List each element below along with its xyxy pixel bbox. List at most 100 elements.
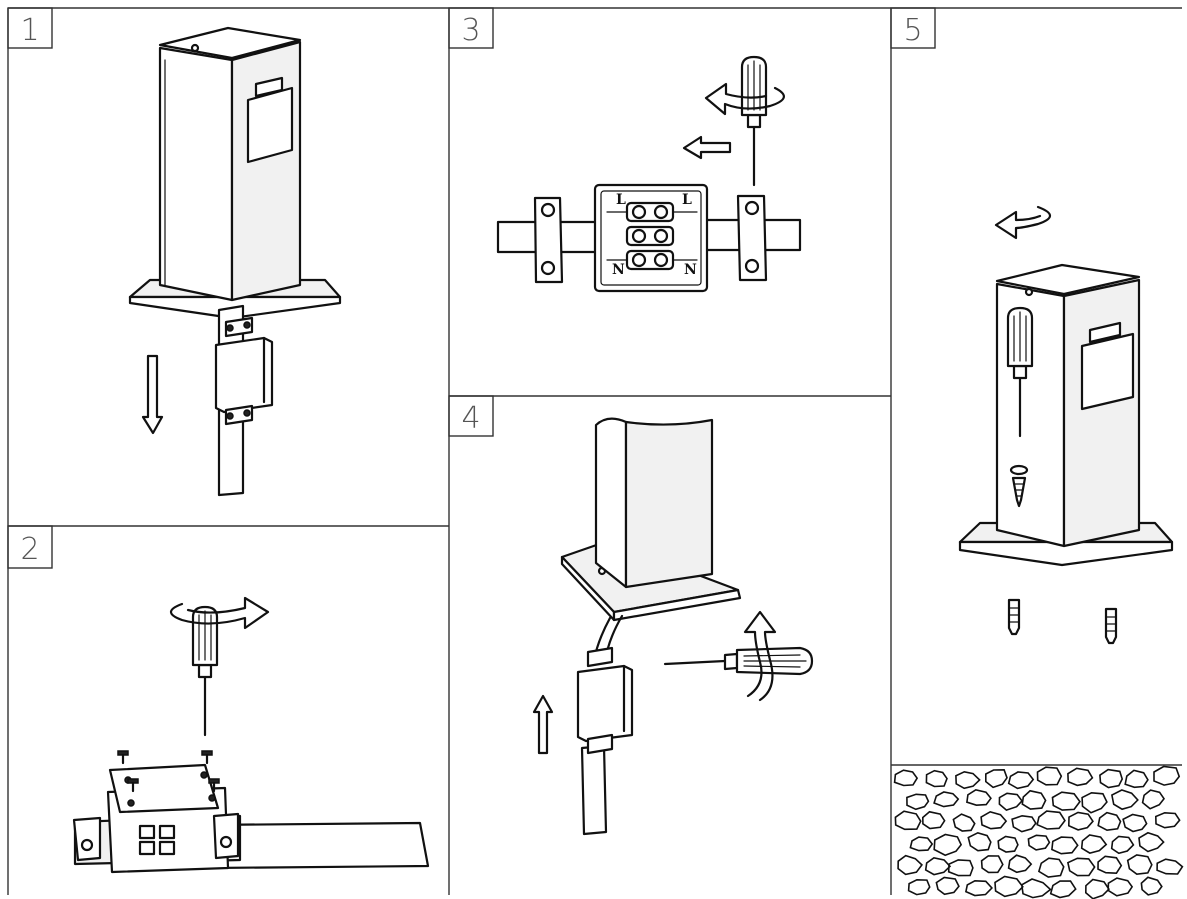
socket-cover <box>246 86 294 164</box>
svg-text:1: 1 <box>20 13 39 48</box>
terminal-label-n: N <box>684 262 697 278</box>
cobblestone <box>933 791 960 808</box>
step-number-1: 1 <box>7 7 53 49</box>
screwdriver-icon <box>740 55 768 187</box>
cobblestone <box>1036 766 1063 786</box>
up-arrow <box>532 694 554 755</box>
cobblestone <box>1097 855 1123 875</box>
cobblestone <box>1020 878 1052 899</box>
junction-box-lid <box>108 763 220 814</box>
panel-5-drawing <box>892 205 1184 899</box>
rotate-counterclockwise-arrow-icon <box>704 82 785 116</box>
cobblestone <box>1049 880 1077 899</box>
screw-icon <box>116 749 130 765</box>
cobblestone <box>997 835 1019 853</box>
cobblestone <box>893 769 919 787</box>
panel-frames <box>7 7 1182 895</box>
cobblestone <box>1156 858 1184 875</box>
cobblestone <box>1124 769 1149 789</box>
screw-icon <box>200 749 214 765</box>
rotate-arrow-icon <box>743 610 777 702</box>
cobblestone <box>964 879 994 897</box>
cobblestone <box>1051 836 1079 855</box>
wall-plug-icon <box>1104 607 1118 645</box>
rotate-counterclockwise-arrow-icon <box>994 205 1052 240</box>
svg-text:3: 3 <box>461 13 480 48</box>
post-body <box>594 417 628 589</box>
cobblestone <box>1154 811 1181 829</box>
cobblestone <box>980 855 1004 874</box>
cobblestone <box>1080 834 1108 854</box>
cobblestone <box>925 769 948 788</box>
cobblestone <box>947 859 974 877</box>
cobblestone <box>1067 811 1094 831</box>
cobblestone <box>906 793 930 811</box>
cobblestone <box>933 833 963 857</box>
cobblestone <box>1141 789 1165 810</box>
cobblestone <box>1140 876 1163 896</box>
down-arrow <box>141 354 164 435</box>
panel-3-drawing: L L N N <box>496 55 802 293</box>
cobblestone <box>894 810 922 831</box>
cobblestone <box>967 831 992 852</box>
terminal-block <box>606 201 698 271</box>
cobblestone <box>1122 813 1148 833</box>
cobblestone <box>897 854 923 876</box>
cobblestone <box>1107 877 1134 897</box>
cobblestone <box>907 878 931 896</box>
cobblestone <box>980 810 1008 830</box>
svg-text:5: 5 <box>903 13 922 48</box>
cobblestone <box>1021 789 1047 810</box>
cobblestone <box>994 875 1024 898</box>
cobblestone <box>921 810 946 830</box>
cobblestone <box>1007 854 1033 874</box>
cobblestone <box>1066 857 1096 877</box>
cobblestone <box>1110 835 1135 855</box>
cobblestone <box>1099 768 1124 789</box>
cobblestone <box>1081 791 1108 814</box>
cobblestone <box>998 792 1024 812</box>
cobblestone <box>1067 767 1094 787</box>
cobblestone <box>1097 811 1122 832</box>
terminal-label-l: L <box>682 192 692 208</box>
cobblestone <box>1037 857 1065 878</box>
stone-ground <box>892 765 1184 899</box>
wall-plug-icon <box>1007 598 1021 636</box>
svg-text:2: 2 <box>20 532 39 567</box>
terminal-label-l: L <box>616 192 626 208</box>
post-body <box>158 46 234 302</box>
screwdriver-icon <box>191 605 219 737</box>
screw-icon <box>1009 464 1029 508</box>
cobblestone <box>955 770 981 790</box>
step-number-2: 2 <box>7 525 53 569</box>
cobblestone <box>1126 854 1153 876</box>
socket-cover <box>1080 332 1135 411</box>
cobblestone <box>1153 765 1181 786</box>
panel-4-drawing <box>532 417 814 836</box>
cobblestone <box>966 788 992 807</box>
terminal-label-n: N <box>612 262 625 278</box>
svg-text:4: 4 <box>461 401 480 436</box>
screwdriver-icon <box>663 646 814 676</box>
cobblestone <box>924 856 952 876</box>
cobblestone <box>1138 831 1165 853</box>
step-number-5: 5 <box>890 7 936 49</box>
cobblestone <box>985 768 1008 789</box>
cobblestone <box>1051 791 1081 811</box>
cobblestone <box>1027 834 1051 851</box>
panel-1-drawing <box>128 26 342 497</box>
left-arrow <box>682 135 732 160</box>
step-number-3: 3 <box>448 7 494 49</box>
cobblestone <box>1036 810 1066 830</box>
cobblestone <box>1084 878 1110 899</box>
cobblestone <box>1011 814 1037 833</box>
cobblestone <box>952 813 976 832</box>
rotate-clockwise-arrow-icon <box>169 596 270 630</box>
post-top <box>995 263 1141 296</box>
cobblestone <box>935 876 960 896</box>
cobblestone <box>909 836 934 852</box>
panel-2-drawing <box>72 596 430 874</box>
step-number-4: 4 <box>448 395 494 437</box>
cobblestone <box>1110 789 1139 811</box>
